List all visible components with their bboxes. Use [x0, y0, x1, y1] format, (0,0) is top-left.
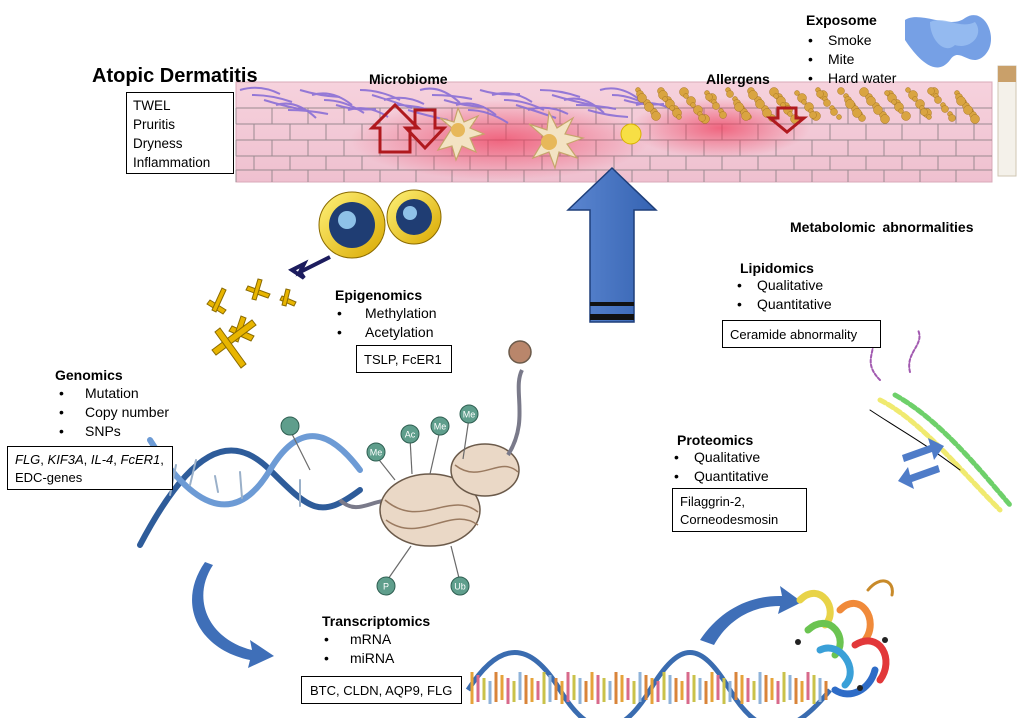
microbiome-label: Microbiome — [369, 71, 448, 87]
gene-name: FLG — [15, 452, 41, 467]
symptom-item: Dryness — [133, 136, 183, 151]
epigenomics-item: Methylation — [335, 304, 437, 323]
genomics-item: SNPs — [57, 422, 169, 441]
page-title: Atopic Dermatitis — [92, 65, 258, 87]
genomics-title: Genomics — [55, 367, 123, 383]
transcriptomics-box: BTC, CLDN, AQP9, FLG — [301, 676, 462, 704]
mrna-strand — [465, 650, 832, 718]
proteomics-item: Quantitative — [672, 467, 769, 486]
histone-mark-label: Ac — [405, 430, 416, 440]
proteomics-list: Qualitative Quantitative — [672, 448, 769, 486]
genomics-box: FLG, KIF3A, IL-4, FcER1, EDC-genes — [7, 446, 173, 490]
genomics-item: Copy number — [57, 403, 169, 422]
proteomics-protein: Filaggrin-2, — [680, 494, 746, 509]
exposome-item: Hard water — [806, 69, 896, 88]
lipidomics-list: Qualitative Quantitative — [735, 276, 832, 314]
symptoms-box: TWEL Pruritis Dryness Inflammation — [126, 92, 234, 174]
dna-helix — [137, 433, 363, 548]
histone-mark-label: P — [383, 582, 389, 592]
lipidomics-item: Quantitative — [735, 295, 832, 314]
exposome-smoke — [905, 15, 1017, 177]
big-up-arrow — [566, 166, 658, 323]
transcriptomics-item: miRNA — [322, 649, 394, 668]
metabolomic-label: Metabolomic abnormalities — [790, 219, 974, 235]
lipidomics-box: Ceramide abnormality — [722, 320, 881, 348]
skin-layer — [235, 81, 993, 183]
gene-name: EDC-genes — [15, 470, 83, 485]
proteomics-box: Filaggrin-2, Corneodesmosin — [672, 488, 807, 532]
transcriptomics-item: mRNA — [322, 630, 394, 649]
gene-name: FcER1 — [120, 452, 161, 467]
transcriptomics-title: Transcriptomics — [322, 613, 431, 629]
exposome-list: Smoke Mite Hard water — [806, 31, 896, 88]
transcriptomics-list: mRNA miRNA — [322, 630, 394, 668]
genomics-item: Mutation — [57, 384, 169, 403]
epigenomics-title: Epigenomics — [335, 287, 423, 303]
symptom-item: Pruritis — [133, 117, 176, 132]
gene-name: IL-4 — [90, 452, 114, 467]
proteomics-item: Qualitative — [672, 448, 769, 467]
proteomics-protein: Corneodesmosin — [680, 512, 779, 527]
histone-mark-label: Me — [463, 410, 476, 420]
epigenomics-box: TSLP, FcER1 — [356, 345, 452, 373]
symptom-item: TWEL — [133, 98, 171, 113]
histone-mark-label: Me — [434, 422, 447, 432]
protein-arrows — [898, 438, 944, 489]
lipidomics-title: Lipidomics — [740, 260, 814, 276]
symptom-item: Inflammation — [133, 155, 211, 170]
exposome-title: Exposome — [806, 12, 877, 28]
cell-nuclei — [318, 189, 442, 259]
proteomics-title: Proteomics — [677, 432, 754, 448]
histone-mark-label: Me — [370, 448, 383, 458]
curved-arrows — [192, 562, 802, 668]
gene-name: KIF3A — [47, 452, 84, 467]
chromosomes — [206, 278, 297, 369]
protein-fibres — [869, 329, 1013, 513]
nucleosomes — [338, 340, 532, 547]
genomics-list: Mutation Copy number SNPs — [57, 384, 169, 441]
lipidomics-item: Qualitative — [735, 276, 832, 295]
exposome-item: Smoke — [806, 31, 896, 50]
epigenomics-list: Methylation Acetylation — [335, 304, 437, 342]
histone-mark-label: Ub — [454, 582, 466, 592]
epigenomics-item: Acetylation — [335, 323, 437, 342]
allergens-label: Allergens — [706, 71, 770, 87]
histone-tails — [289, 417, 470, 583]
protein-ribbon — [796, 579, 894, 698]
exposome-item: Mite — [806, 50, 896, 69]
